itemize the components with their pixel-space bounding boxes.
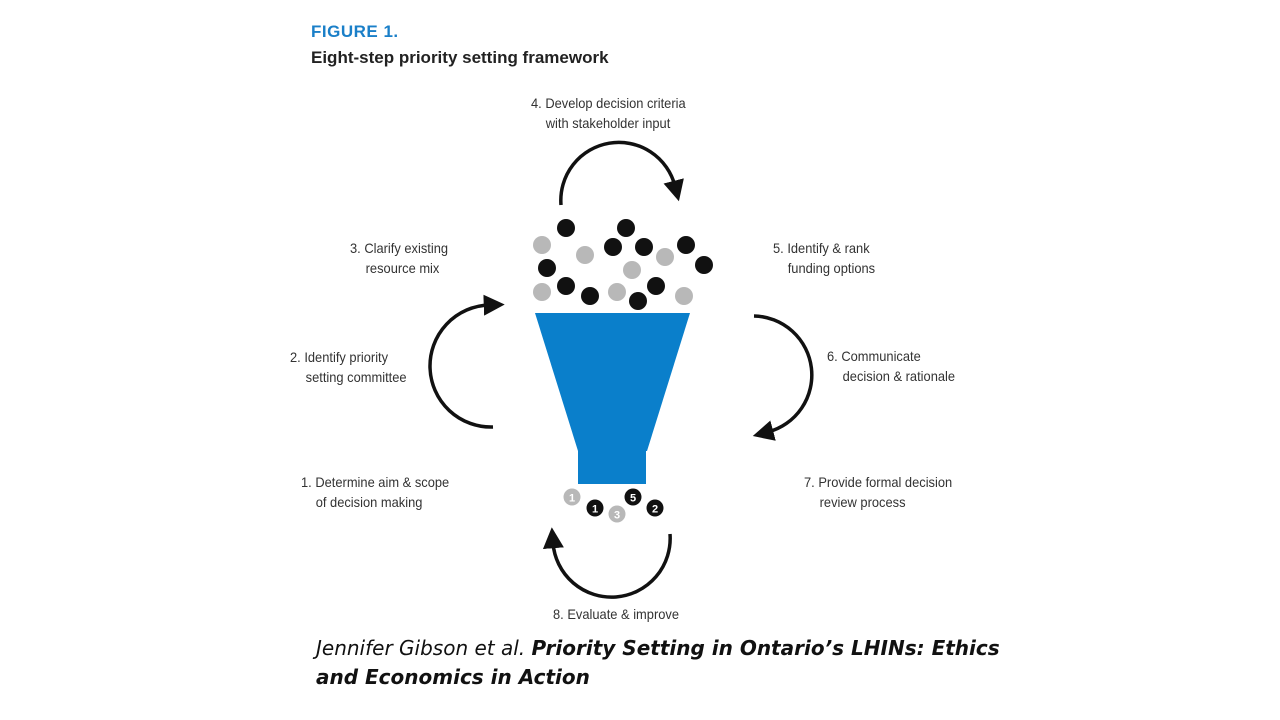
step-8-label: 8. Evaluate & improve [553, 606, 680, 622]
option-ball [677, 236, 695, 254]
figure-title: Eight-step priority setting framework [311, 48, 609, 67]
option-ball [533, 283, 551, 301]
step-2-label: 2. Identify priority setting committee [290, 349, 407, 385]
funnel-spout [578, 451, 646, 484]
option-ball [635, 238, 653, 256]
ranked-ball [586, 499, 604, 517]
step-7-label: 7. Provide formal decision review proces… [804, 474, 953, 510]
option-ball [695, 256, 713, 274]
citation-authors: Jennifer Gibson et al. [316, 636, 526, 660]
ranked-ball [608, 505, 626, 523]
option-ball [608, 283, 626, 301]
option-ball [533, 236, 551, 254]
option-ball [617, 219, 635, 237]
ranked-ball-label: 1 [592, 504, 598, 516]
option-balls [533, 219, 713, 310]
citation: Jennifer Gibson et al. Priority Setting … [316, 634, 1016, 692]
citation-title: Priority Setting in Ontario’s LHINs: Eth… [316, 636, 1000, 689]
option-ball [538, 259, 556, 277]
ranked-ball-label: 2 [652, 504, 658, 516]
ranked-ball [646, 499, 664, 517]
ranked-ball-label: 3 [614, 510, 620, 522]
arrow-step-8 [542, 527, 672, 599]
option-ball [629, 292, 647, 310]
option-ball [581, 287, 599, 305]
ranked-ball [563, 488, 581, 506]
option-ball [656, 248, 674, 266]
option-ball [604, 238, 622, 256]
arrow-step-2-to-3 [428, 294, 505, 429]
option-ball [557, 277, 575, 295]
step-4-label: 4. Develop decision criteria with stakeh… [531, 95, 686, 131]
ranked-ball [624, 488, 642, 506]
option-ball [675, 287, 693, 305]
option-ball [576, 246, 594, 264]
step-1-label: 1. Determine aim & scope of decision mak… [301, 474, 450, 510]
step-5-label: 5. Identify & rank funding options [773, 240, 876, 276]
option-ball [623, 261, 641, 279]
step-6-label: 6. Communicate decision & rationale [827, 348, 956, 384]
funnel-cone [535, 313, 690, 451]
option-ball [647, 277, 665, 295]
ranked-ball-label: 1 [569, 493, 575, 505]
ranked-options: 1 1 3 5 2 [563, 488, 664, 523]
step-3-label: 3. Clarify existing resource mix [350, 240, 449, 276]
figure-label: FIGURE 1. [311, 22, 399, 41]
arrow-step-4 [559, 140, 684, 206]
arrow-step-5-to-6 [752, 314, 814, 441]
option-ball [557, 219, 575, 237]
ranked-ball-label: 5 [630, 493, 636, 505]
